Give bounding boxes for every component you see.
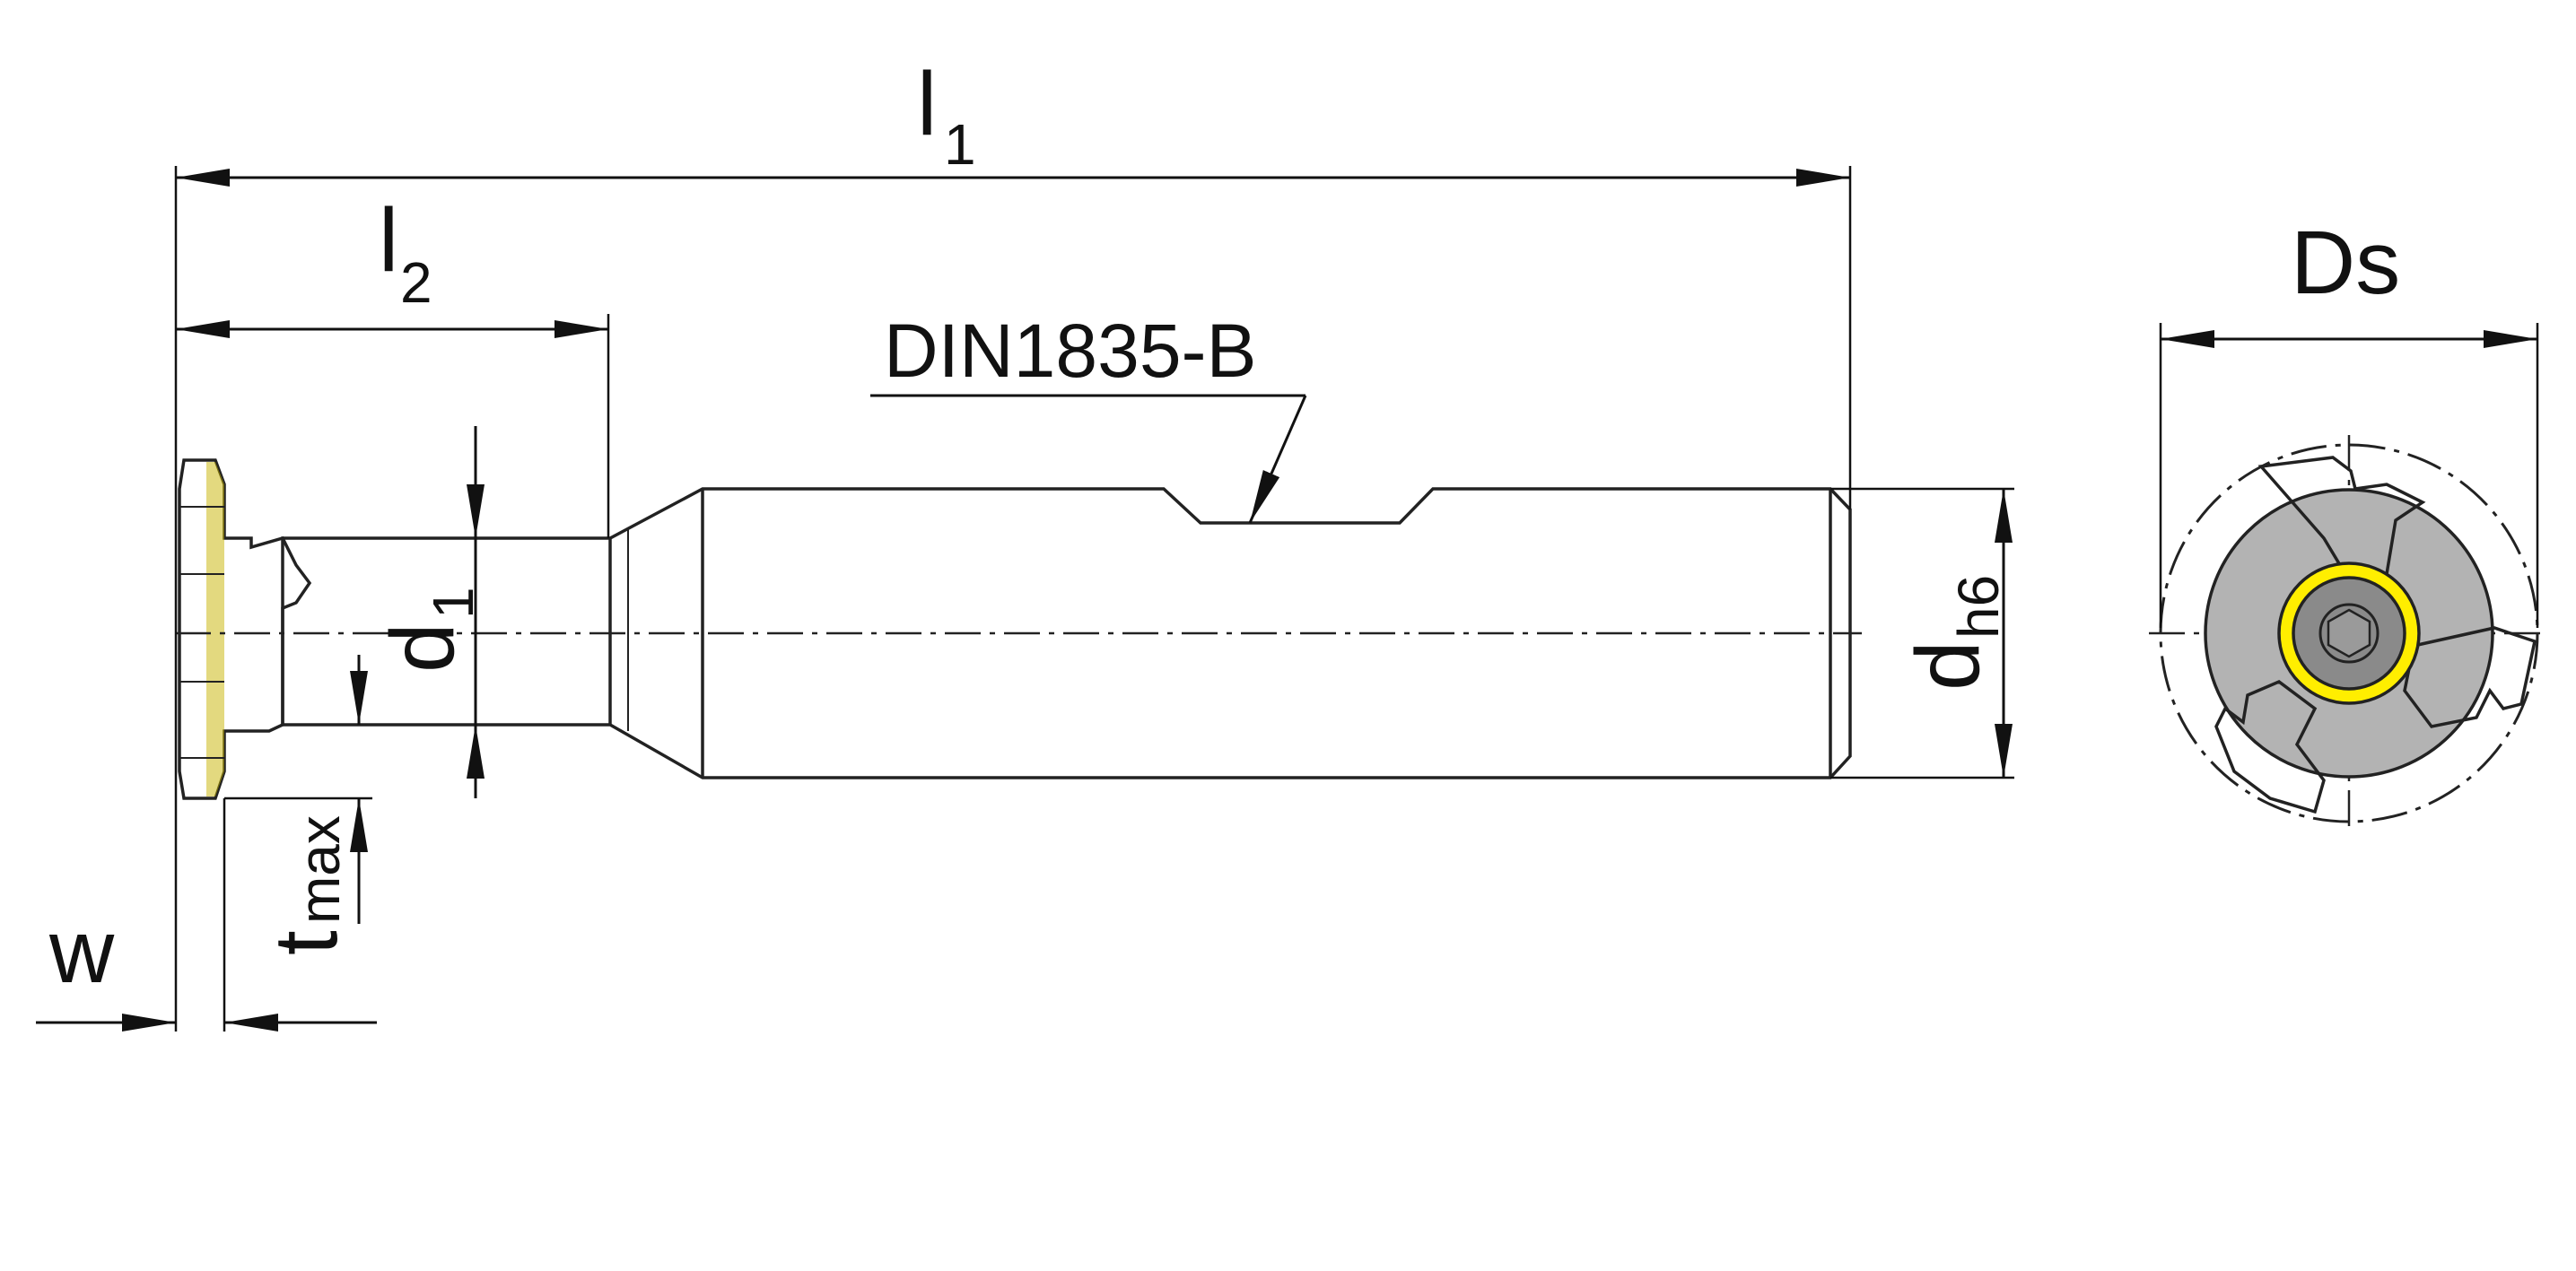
d1-subscript: 1	[421, 587, 485, 619]
tmax-subscript: max	[287, 815, 352, 924]
dh6-label: d	[1898, 640, 1998, 691]
insert-body	[178, 458, 312, 800]
insert-tooth	[2214, 679, 2326, 814]
screw-hex-socket	[2327, 608, 2371, 658]
w-label: w	[48, 901, 115, 1002]
shank-body	[281, 487, 1852, 779]
side-view	[175, 458, 1862, 800]
l2-subscript: 2	[400, 250, 432, 315]
ds-label: Ds	[2291, 213, 2400, 313]
l2-label: l	[379, 190, 398, 291]
end-view: Ds	[2149, 213, 2548, 830]
leader-line	[1248, 395, 1307, 524]
insert-shadow	[206, 462, 224, 797]
cutting-diameter-circle	[2159, 443, 2539, 823]
shank-standard-label: DIN1835-B	[884, 309, 1257, 393]
dimensions: l 1 l 2 d 1 d h6 t max w DIN1835-	[36, 54, 2014, 1032]
cutting-insert	[178, 458, 312, 800]
dh6-subscript: h6	[1946, 575, 2011, 639]
insert-tooth	[2403, 626, 2537, 728]
l1-label: l	[917, 54, 937, 154]
tmax-label: t	[256, 930, 356, 955]
d1-label: d	[372, 622, 473, 673]
l1-subscript: 1	[944, 112, 976, 177]
